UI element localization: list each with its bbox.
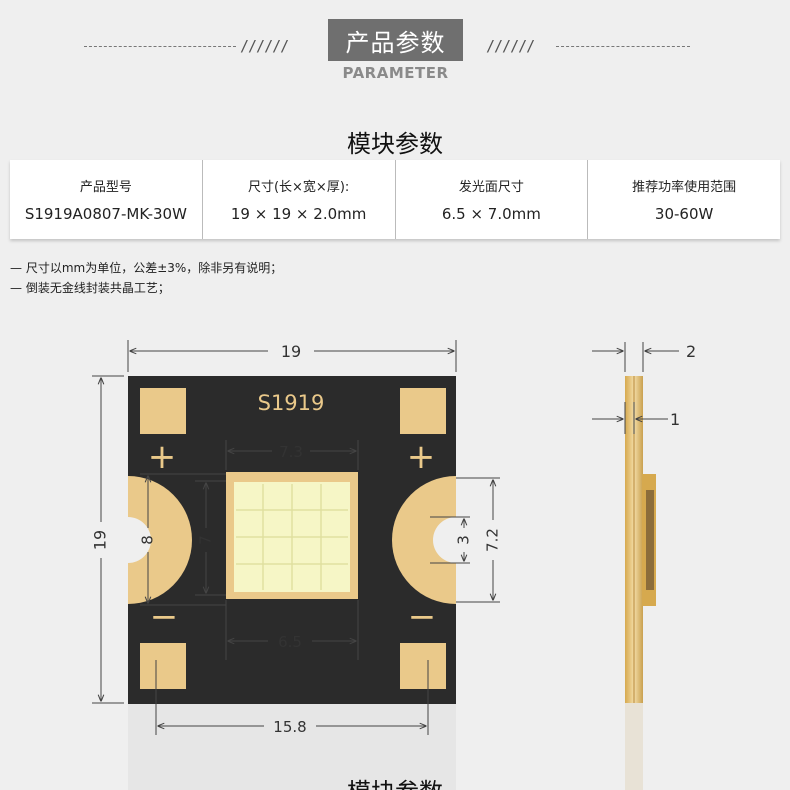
param-value: S1919A0807-MK-30W	[24, 205, 187, 223]
right-notch	[433, 517, 456, 563]
notes: — 尺寸以mm为单位，公差±3%，除非另有说明； — 倒装无金线封装共晶工艺；	[10, 258, 282, 298]
side-view-emitter-core	[646, 490, 654, 590]
right-gold-contact	[392, 476, 456, 604]
param-table: 产品型号 S1919A0807-MK-30W 尺寸(长×宽×厚): 19 × 1…	[10, 160, 780, 239]
plus-left: +	[148, 437, 177, 477]
dim-pad-spacing: 15.8	[273, 718, 306, 736]
param-cell-emitter: 发光面尺寸 6.5 × 7.0mm	[396, 160, 589, 239]
page-title: 产品参数	[328, 19, 463, 61]
emitter-chip-grid	[236, 484, 348, 590]
param-cell-model: 产品型号 S1919A0807-MK-30W	[10, 160, 203, 239]
dim-right-height: 7.2	[484, 528, 502, 552]
board-label: S1919	[258, 391, 325, 415]
header-hatch-right: //////	[486, 37, 535, 55]
dim-height: 19	[91, 530, 110, 550]
param-value: 30-60W	[654, 205, 714, 223]
note-item: — 尺寸以mm为单位，公差±3%，除非另有说明；	[10, 261, 283, 275]
minus-left: −	[150, 597, 179, 637]
dim-emitter-width-bottom: 6.5	[278, 633, 302, 651]
param-label: 发光面尺寸	[458, 180, 524, 195]
dim-right-notch: 3	[455, 535, 473, 545]
dim-left-height: 7	[197, 535, 215, 545]
param-label: 尺寸(长×宽×厚):	[247, 180, 350, 195]
header-dash-left	[84, 46, 236, 47]
plus-right: +	[407, 437, 436, 477]
note-item: — 倒装无金线封装共晶工艺；	[10, 281, 170, 295]
pad-bottom-right	[400, 643, 446, 689]
dim-emitter-width-top: 7.3	[279, 443, 303, 461]
pad-top-left	[140, 388, 186, 434]
left-gold-contact	[128, 476, 192, 604]
left-notch	[128, 517, 151, 563]
pad-top-right	[400, 388, 446, 434]
header-hatch-left: //////	[240, 37, 289, 55]
param-cell-size: 尺寸(长×宽×厚): 19 × 19 × 2.0mm	[203, 160, 396, 239]
page-subtitle: PARAMETER	[342, 64, 449, 82]
param-label: 推荐功率使用范围	[632, 180, 737, 195]
board-shadow	[128, 703, 456, 790]
param-value: 6.5 × 7.0mm	[441, 205, 541, 223]
dim-layer: 1	[670, 410, 680, 429]
minus-right: −	[408, 597, 437, 637]
side-view-shadow	[625, 703, 643, 790]
next-section-title: 模块参数	[347, 778, 443, 790]
dim-left-notch: 8	[139, 535, 157, 545]
pad-bottom-left	[140, 643, 186, 689]
param-value: 19 × 19 × 2.0mm	[230, 205, 367, 223]
header-dash-right	[556, 46, 690, 47]
dim-width: 19	[281, 342, 301, 361]
dim-thickness: 2	[686, 342, 696, 361]
param-cell-power: 推荐功率使用范围 30-60W	[588, 160, 780, 239]
section-title: 模块参数	[347, 130, 443, 158]
param-label: 产品型号	[79, 180, 132, 195]
